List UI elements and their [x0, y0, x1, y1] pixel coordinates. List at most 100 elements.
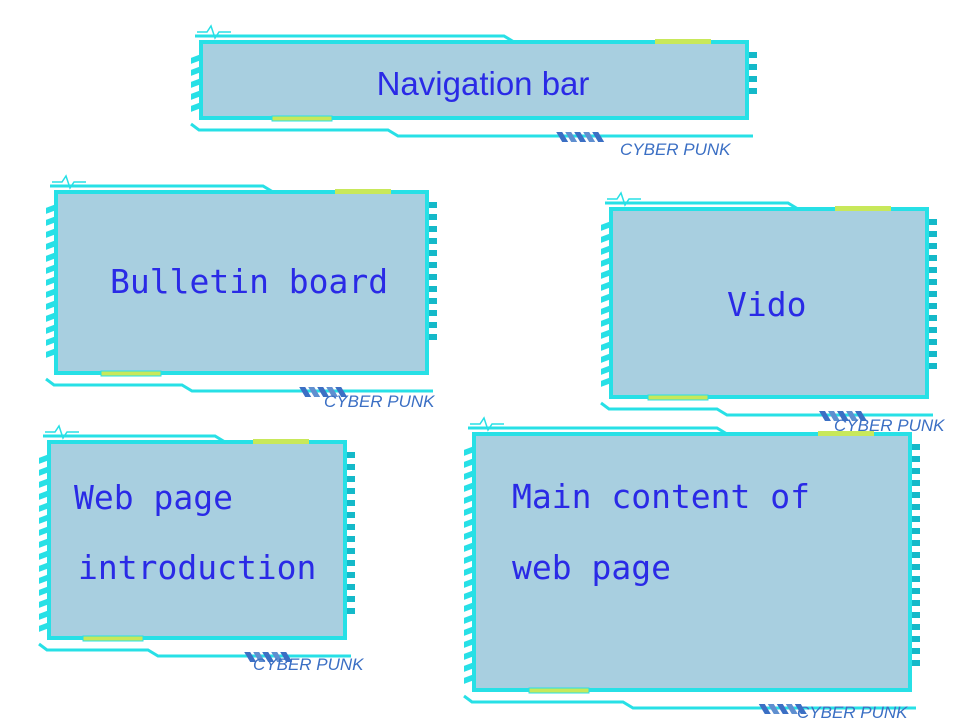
left-hatch	[39, 550, 49, 560]
right-hatch	[929, 339, 937, 345]
left-hatch	[601, 269, 611, 279]
corner-stripe	[794, 704, 807, 714]
frame-bottom-line	[38, 642, 351, 658]
left-hatch	[601, 377, 611, 387]
left-hatch	[191, 66, 201, 76]
left-hatch	[39, 466, 49, 476]
top-hatch	[253, 439, 309, 444]
panel-fill	[609, 207, 929, 399]
left-hatch	[464, 494, 474, 504]
left-hatch	[39, 538, 49, 548]
navigation-panel	[185, 24, 765, 142]
right-hatch	[929, 291, 937, 297]
right-hatch	[912, 552, 920, 558]
right-hatch	[347, 560, 355, 566]
pulse-line	[607, 191, 641, 207]
pulse-line	[470, 416, 504, 432]
right-hatch	[429, 274, 437, 280]
left-hatch	[464, 566, 474, 576]
top-hatch	[818, 431, 874, 436]
intro-panel	[33, 424, 363, 662]
left-hatch	[46, 216, 56, 226]
left-hatch	[46, 276, 56, 286]
panel-fill	[472, 432, 912, 692]
bottom-hatch	[271, 115, 333, 122]
left-hatch	[464, 518, 474, 528]
left-hatch	[46, 204, 56, 214]
right-hatch	[912, 468, 920, 474]
right-hatch	[347, 452, 355, 458]
right-hatch	[347, 488, 355, 494]
left-hatch	[464, 590, 474, 600]
corner-stripe	[583, 132, 596, 142]
left-hatch	[39, 454, 49, 464]
frame-bottom-line	[190, 122, 753, 138]
left-hatch	[191, 102, 201, 112]
right-hatch	[347, 476, 355, 482]
left-hatch	[464, 482, 474, 492]
left-hatch	[46, 240, 56, 250]
left-hatch	[601, 257, 611, 267]
corner-stripe	[819, 411, 831, 421]
left-hatch	[464, 470, 474, 480]
left-hatch	[191, 78, 201, 88]
right-hatch	[347, 524, 355, 530]
left-hatch	[39, 526, 49, 536]
left-hatch	[601, 293, 611, 303]
right-hatch	[347, 464, 355, 470]
frame-graphic	[38, 424, 355, 662]
left-hatch	[464, 602, 474, 612]
main-content-panel-tag: CYBER PUNK	[797, 703, 908, 722]
left-hatch	[464, 506, 474, 516]
top-hatch	[835, 206, 891, 211]
right-hatch	[929, 315, 937, 321]
left-hatch	[464, 530, 474, 540]
left-hatch	[39, 586, 49, 596]
frame-graphic	[190, 24, 757, 142]
navigation-panel-label: Navigation bar	[376, 65, 590, 102]
right-hatch	[912, 600, 920, 606]
left-hatch	[39, 514, 49, 524]
corner-stripe	[556, 132, 569, 142]
frame-bottom-line	[45, 377, 433, 393]
frame-graphic	[45, 174, 437, 397]
right-hatch	[429, 262, 437, 268]
corner-stripe	[758, 704, 771, 714]
left-hatch	[601, 221, 611, 231]
left-hatch	[601, 365, 611, 375]
left-hatch	[464, 650, 474, 660]
top-hatch	[655, 39, 711, 44]
left-hatch	[46, 252, 56, 262]
right-hatch	[912, 648, 920, 654]
left-hatch	[464, 458, 474, 468]
right-hatch	[749, 64, 757, 70]
corner-stripe	[271, 652, 284, 662]
corner-stripe	[592, 132, 605, 142]
left-hatch	[191, 90, 201, 100]
frame-bottom-line	[600, 401, 933, 417]
left-hatch	[601, 281, 611, 291]
top-hatch	[335, 189, 391, 194]
corner-stripe	[574, 132, 587, 142]
bottom-hatch	[528, 687, 590, 694]
right-hatch	[429, 250, 437, 256]
right-hatch	[429, 286, 437, 292]
left-hatch	[39, 574, 49, 584]
left-hatch	[601, 305, 611, 315]
right-hatch	[929, 279, 937, 285]
right-hatch	[912, 564, 920, 570]
bottom-hatch	[100, 370, 162, 377]
corner-stripe	[846, 411, 858, 421]
corner-stripe	[767, 704, 780, 714]
left-hatch	[46, 288, 56, 298]
left-hatch	[601, 329, 611, 339]
left-hatch	[39, 502, 49, 512]
navigation-panel-tag: CYBER PUNK	[620, 140, 731, 159]
left-hatch	[46, 348, 56, 358]
left-hatch	[39, 622, 49, 632]
right-hatch	[912, 516, 920, 522]
left-hatch	[46, 264, 56, 274]
frame-top-line	[468, 426, 908, 436]
frame-bottom-line	[463, 694, 916, 710]
right-hatch	[912, 540, 920, 546]
